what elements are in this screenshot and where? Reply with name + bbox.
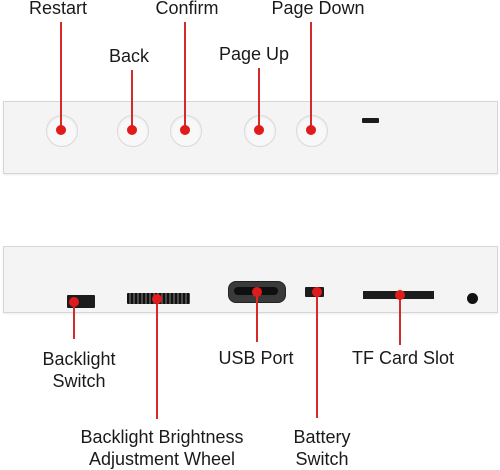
page-up-label: Page Up (218, 44, 290, 64)
tf-dot (395, 290, 405, 300)
battery-switch-label: Battery Switch (293, 427, 351, 469)
battery-dot (312, 287, 322, 297)
page-up-leader (258, 68, 260, 130)
back-leader (131, 70, 133, 130)
backlight-switch-leader (73, 302, 75, 339)
wheel-leader (156, 299, 158, 419)
page-up-dot (254, 125, 264, 135)
restart-leader (60, 22, 62, 130)
page-down-label: Page Down (271, 0, 365, 18)
restart-label: Restart (28, 0, 88, 18)
back-label: Back (108, 46, 150, 66)
pinhole (467, 293, 478, 304)
confirm-label: Confirm (155, 0, 219, 18)
confirm-leader (184, 22, 186, 130)
tf-card-slot-label: TF Card Slot (351, 348, 455, 368)
battery-leader (316, 292, 318, 418)
usb-leader (256, 292, 258, 342)
backlight-switch-label: Backlight Switch (42, 349, 116, 391)
usb-port-label: USB Port (218, 348, 294, 368)
wheel-dot (152, 294, 162, 304)
usb-dot (252, 287, 262, 297)
backlight-switch-dot (69, 297, 79, 307)
confirm-dot (180, 125, 190, 135)
page-down-leader (310, 22, 312, 130)
brightness-wheel-label: Backlight Brightness Adjustment Wheel (80, 427, 244, 469)
restart-dot (56, 125, 66, 135)
back-dot (127, 125, 137, 135)
indicator-slot (362, 118, 379, 123)
page-down-dot (306, 125, 316, 135)
tf-leader (399, 295, 401, 345)
